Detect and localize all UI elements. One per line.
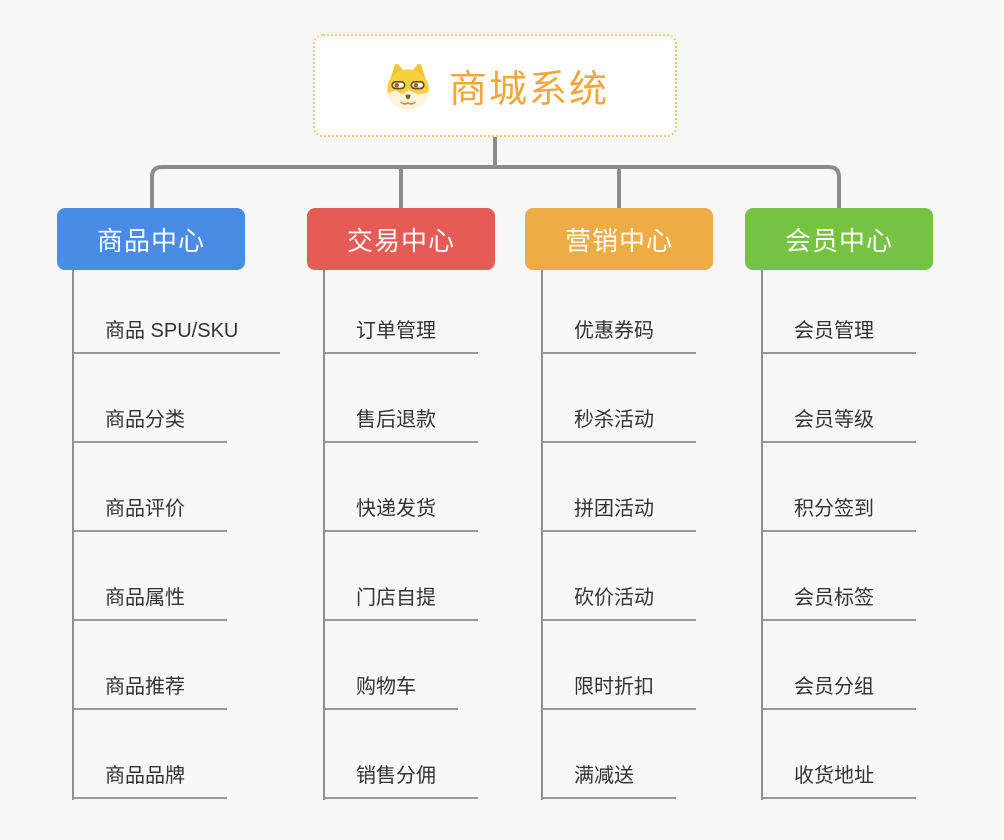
leaf-node: 拼团活动	[541, 443, 696, 532]
leaf-label[interactable]: 积分签到	[761, 492, 916, 532]
leaf-node: 订单管理	[323, 265, 478, 354]
leaf-node: 购物车	[323, 621, 478, 710]
branch-node-member-center[interactable]: 会员中心	[745, 208, 933, 270]
leaf-label[interactable]: 销售分佣	[323, 759, 478, 799]
leaf-node: 售后退款	[323, 354, 478, 443]
branch-children-trade: 订单管理 售后退款 快递发货 门店自提 购物车 销售分佣	[323, 265, 478, 800]
leaf-node: 商品评价	[72, 443, 280, 532]
leaf-node: 商品 SPU/SKU	[72, 265, 281, 354]
branch-connector-line	[323, 270, 325, 800]
branch-children-product: 商品 SPU/SKU 商品分类 商品评价 商品属性 商品推荐 商品品牌	[72, 265, 281, 800]
leaf-label[interactable]: 收货地址	[761, 759, 916, 799]
leaf-label[interactable]: 商品品牌	[72, 759, 227, 799]
leaf-label[interactable]: 快递发货	[323, 492, 478, 532]
leaf-label[interactable]: 砍价活动	[541, 581, 696, 621]
branch-node-product-center[interactable]: 商品中心	[57, 208, 245, 270]
leaf-label[interactable]: 满减送	[541, 759, 676, 799]
leaf-label[interactable]: 限时折扣	[541, 670, 696, 710]
branch-children-marketing: 优惠券码 秒杀活动 拼团活动 砍价活动 限时折扣 满减送	[541, 265, 696, 800]
leaf-label[interactable]: 会员等级	[761, 403, 916, 443]
leaf-node: 限时折扣	[541, 621, 696, 710]
leaf-node: 积分签到	[761, 443, 916, 532]
leaf-node: 会员管理	[761, 265, 916, 354]
leaf-label[interactable]: 商品评价	[72, 492, 227, 532]
leaf-label[interactable]: 购物车	[323, 670, 458, 710]
branch-node-trade-center[interactable]: 交易中心	[307, 208, 495, 270]
leaf-label[interactable]: 会员分组	[761, 670, 916, 710]
leaf-label[interactable]: 商品分类	[72, 403, 227, 443]
branch-node-marketing-center[interactable]: 营销中心	[525, 208, 713, 270]
branch-connector-line	[541, 270, 543, 800]
leaf-node: 快递发货	[323, 443, 478, 532]
leaf-node: 商品分类	[72, 354, 280, 443]
leaf-label[interactable]: 商品属性	[72, 581, 227, 621]
leaf-label[interactable]: 秒杀活动	[541, 403, 696, 443]
leaf-node: 会员等级	[761, 354, 916, 443]
leaf-node: 砍价活动	[541, 532, 696, 621]
root-node[interactable]: 商城系统	[313, 34, 677, 137]
root-title: 商城系统	[448, 69, 609, 111]
branch-children-member: 会员管理 会员等级 积分签到 会员标签 会员分组 收货地址	[761, 265, 916, 800]
leaf-label[interactable]: 售后退款	[323, 403, 478, 443]
leaf-node: 商品属性	[72, 532, 280, 621]
leaf-label[interactable]: 会员标签	[761, 581, 916, 621]
branch-connector-line	[72, 270, 74, 800]
leaf-label[interactable]: 拼团活动	[541, 492, 696, 532]
leaf-node: 收货地址	[761, 710, 916, 799]
leaf-node: 秒杀活动	[541, 354, 696, 443]
leaf-label[interactable]: 优惠券码	[541, 314, 696, 354]
leaf-node: 会员标签	[761, 532, 916, 621]
leaf-node: 商品推荐	[72, 621, 280, 710]
leaf-node: 满减送	[541, 710, 696, 799]
leaf-label[interactable]: 商品推荐	[72, 670, 227, 710]
branch-connector-line	[761, 270, 763, 800]
leaf-node: 会员分组	[761, 621, 916, 710]
dog-face-icon	[387, 63, 429, 109]
leaf-node: 优惠券码	[541, 265, 696, 354]
leaf-label[interactable]: 门店自提	[323, 581, 478, 621]
leaf-label[interactable]: 订单管理	[323, 314, 478, 354]
leaf-node: 销售分佣	[323, 710, 478, 799]
leaf-node: 门店自提	[323, 532, 478, 621]
leaf-label[interactable]: 商品 SPU/SKU	[72, 314, 281, 354]
leaf-label[interactable]: 会员管理	[761, 314, 916, 354]
leaf-node: 商品品牌	[72, 710, 280, 799]
